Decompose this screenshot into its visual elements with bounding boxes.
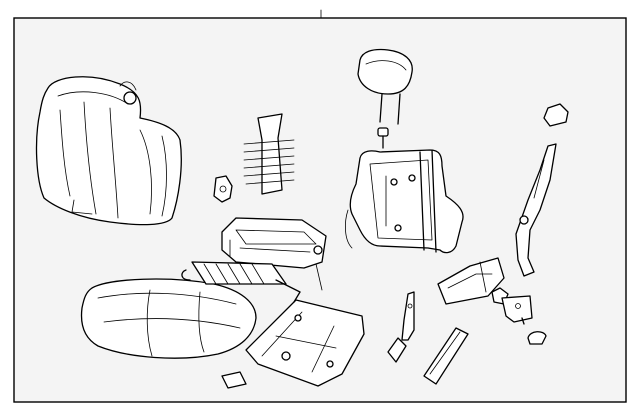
seat-back-frame xyxy=(344,149,464,254)
cushion-spring-frame xyxy=(181,261,301,293)
small-clip xyxy=(213,175,233,203)
headrest-guide xyxy=(377,127,389,149)
seat-track-assembly xyxy=(245,291,365,387)
recliner-handle xyxy=(515,103,569,277)
trim-clip xyxy=(527,331,547,345)
seat-back-cushion xyxy=(35,76,182,226)
side-shield-panel xyxy=(437,257,505,305)
lumbar-support xyxy=(243,113,295,195)
track-cover xyxy=(423,327,469,385)
floor-block xyxy=(221,371,247,389)
bracket-plate xyxy=(501,295,533,325)
seat-cushion xyxy=(80,278,257,359)
headrest xyxy=(357,48,413,125)
cushion-frame-adjuster xyxy=(221,217,327,291)
seat-belt-buckle xyxy=(387,291,415,363)
